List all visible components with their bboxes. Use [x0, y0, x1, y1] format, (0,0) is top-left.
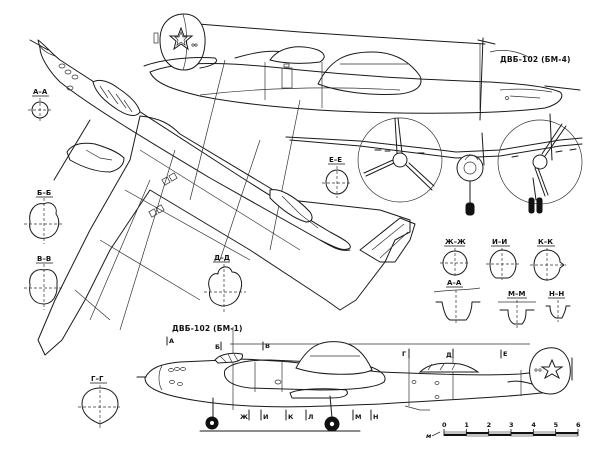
side-view-bm1-title: ДВБ-102 (БМ-1)	[172, 324, 243, 333]
section-ee: Е–Е	[322, 156, 352, 198]
side-star-insignia-icon	[540, 358, 564, 380]
scale-segment	[555, 433, 579, 437]
side-view-bm1: ДВБ-102 (БМ-1) А Б В Г Д Е	[136, 324, 573, 432]
svg-text:Е: Е	[503, 350, 507, 358]
scale-segment	[444, 434, 467, 436]
svg-text:Г: Г	[402, 350, 406, 358]
svg-text:Л: Л	[308, 413, 313, 421]
prop-disc-left	[357, 117, 443, 203]
scale-bar: м 0 1 2 3 4 5 6	[426, 421, 581, 440]
svg-text:Б: Б	[215, 343, 220, 351]
svg-text:Г–Г: Г–Г	[91, 375, 104, 383]
section-kk: К–К	[530, 238, 566, 282]
front-gear-wheel-center	[465, 202, 475, 216]
section-mm: М–М	[498, 290, 536, 328]
section-dd: Д–Д	[204, 254, 246, 312]
section-zhzh: Ж–Ж	[440, 238, 470, 278]
svg-text:К: К	[288, 413, 294, 421]
svg-text:Д: Д	[446, 351, 452, 359]
svg-text:М: М	[355, 413, 361, 421]
front-gear-wheel-right-a	[528, 197, 535, 214]
svg-text:И: И	[263, 413, 268, 421]
svg-text:Д–Д: Д–Д	[214, 254, 230, 262]
svg-text:Е–Е: Е–Е	[329, 156, 342, 164]
star-insignia-icon	[168, 26, 194, 51]
scale-segment	[510, 433, 534, 437]
side-view-bm4-title: ДВБ-102 (БМ-4)	[500, 55, 571, 64]
scale-segment	[466, 433, 489, 437]
section-vv: В–В	[24, 255, 62, 310]
svg-text:А–А: А–А	[33, 88, 48, 96]
svg-text:В–В: В–В	[37, 255, 51, 263]
scale-tick-label: 5	[554, 421, 559, 429]
svg-text:Н–Н: Н–Н	[549, 290, 564, 298]
svg-text:В: В	[265, 342, 270, 350]
plan-view	[29, 39, 416, 356]
scale-tick-label: 0	[442, 421, 447, 429]
svg-text:Ж: Ж	[240, 413, 248, 421]
station-markers-bottom: Ж И К Л М Н	[240, 409, 378, 421]
scale-segment	[533, 434, 556, 436]
svg-text:Ж–Ж: Ж–Ж	[445, 238, 466, 246]
section-gg: Г–Г	[78, 375, 120, 430]
station-markers-top: А Б В Г Д Е	[166, 336, 507, 359]
section-nn: Н–Н	[545, 290, 571, 322]
section-aa-top: А–А	[28, 88, 52, 122]
svg-text:И–И: И–И	[492, 238, 507, 246]
section-bb: Б–Б	[24, 189, 62, 244]
svg-text:К–К: К–К	[538, 238, 553, 246]
scale-tick-label: 3	[509, 421, 514, 429]
scale-tick-label: 2	[487, 421, 492, 429]
section-ii: И–И	[486, 238, 520, 280]
front-view	[285, 113, 583, 216]
scale-segment	[488, 434, 511, 436]
svg-text:М–М: М–М	[508, 290, 525, 298]
scale-segment	[511, 432, 534, 434]
scale-tick-label: 4	[531, 421, 536, 429]
svg-text:Б–Б: Б–Б	[37, 189, 51, 197]
svg-text:м: м	[426, 432, 432, 440]
scale-segment	[488, 431, 512, 435]
scale-segment	[555, 432, 578, 434]
svg-text:А–А: А–А	[447, 279, 462, 287]
front-fuselage	[456, 154, 484, 182]
scale-segment	[466, 432, 489, 434]
side-view-bm4: ДВБ-102 (БМ-4)	[143, 13, 581, 121]
scale-segment	[533, 431, 556, 435]
svg-text:А: А	[169, 337, 174, 345]
svg-text:Н: Н	[373, 413, 378, 421]
scale-tick-label: 1	[464, 421, 469, 429]
scale-tick-label: 6	[576, 421, 581, 429]
plan-engine-nacelle-left	[66, 142, 125, 173]
scale-segment	[443, 431, 467, 435]
side-cockpit-canopy	[214, 352, 243, 364]
front-gear-wheel-right-b	[536, 197, 543, 214]
section-aa-bottom: А–А	[433, 279, 481, 324]
